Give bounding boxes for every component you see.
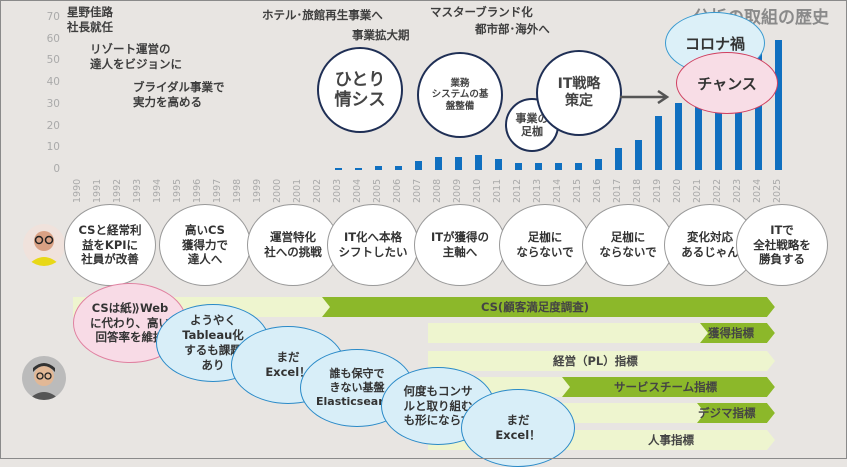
bar-2018 [635, 139, 642, 170]
bar-2025 [775, 39, 782, 170]
metric-row-acquisition: 獲得指標 [428, 323, 775, 343]
x-tick-label: 2023 [732, 178, 743, 203]
x-tick-label: 1999 [252, 178, 263, 203]
bar-2006 [395, 165, 402, 170]
bar-2008 [435, 156, 442, 170]
x-tick-label: 2021 [692, 178, 703, 203]
ceo-speech-bubble: ITが獲得の 主軸へ [414, 204, 506, 286]
x-tick-label: 2001 [292, 178, 303, 203]
bar-2010 [475, 154, 482, 170]
bar-2020 [675, 102, 682, 170]
bar-2019 [655, 115, 662, 170]
x-tick-label: 2010 [472, 178, 483, 203]
bar-2004 [355, 167, 362, 170]
arrow-icon [620, 90, 670, 104]
x-tick-label: 2015 [572, 178, 583, 203]
bar-2022 [715, 72, 722, 170]
x-tick-label: 2019 [652, 178, 663, 203]
x-tick-label: 2011 [492, 178, 503, 203]
y-tick-label: 0 [53, 163, 60, 175]
ceo-avatar [23, 224, 65, 266]
y-tick-label: 60 [46, 32, 60, 45]
ceo-speech-bubble: ITで 全社戦略を 勝負する [736, 204, 828, 286]
bar-2007 [415, 161, 422, 170]
x-tick-label: 2004 [352, 178, 363, 203]
annotation-hotel-revival: ホテル･旅館再生事業へ [262, 8, 383, 22]
x-tick-label: 1993 [132, 178, 143, 203]
y-tick-label: 30 [46, 97, 60, 110]
y-tick-label: 50 [46, 54, 60, 67]
metric-row-management-pl: 経営（PL）指標 [428, 351, 775, 371]
y-tick-label: 70 [46, 11, 60, 23]
ceo-speech-bubble: CSと経常利 益をKPIに 社員が改善 [64, 204, 156, 286]
ceo-speech-bubble: 高いCS 獲得力で 達人へ [159, 204, 251, 286]
annotation-president: 星野佳路 社長就任 [67, 5, 113, 34]
bar-2014 [555, 163, 562, 170]
x-tick-label: 1991 [92, 178, 103, 203]
x-tick-label: 2025 [772, 178, 783, 203]
x-tick-label: 1992 [112, 178, 123, 203]
metric-label: 経営（PL）指標 [553, 354, 638, 368]
metric-label: 獲得指標 [708, 326, 754, 340]
analyst-speech-bubble: まだ Excel！ [461, 389, 575, 467]
bar-2016 [595, 159, 602, 170]
metric-label: 人事指標 [648, 433, 694, 447]
metric-label: CS(顧客満足度調査) [481, 300, 589, 314]
x-tick-label: 2020 [672, 178, 683, 203]
phase-solo-it: ひとり 情シス [317, 47, 403, 133]
x-tick-label: 2008 [432, 178, 443, 203]
ceo-speech-bubble: 運営特化 社への挑戦 [247, 204, 339, 286]
x-tick-label: 2006 [392, 178, 403, 203]
ceo-speech-bubble: 足枷に ならないで [499, 204, 591, 286]
x-tick-label: 2007 [412, 178, 423, 203]
x-tick-label: 1995 [172, 178, 183, 203]
annotation-bridal: ブライダル事業で 実力を高める [133, 80, 225, 109]
x-tick-label: 1996 [192, 178, 203, 203]
annotation-master-brand: マスターブランド化 [430, 5, 533, 19]
x-tick-label: 2014 [552, 178, 563, 203]
metric-label: サービスチーム指標 [614, 380, 718, 394]
analyst-avatar [22, 356, 66, 400]
bar-2015 [575, 163, 582, 170]
x-tick-label: 2009 [452, 178, 463, 203]
x-tick-label: 2005 [372, 178, 383, 203]
bar-2011 [495, 159, 502, 170]
y-tick-label: 20 [46, 119, 60, 132]
x-tick-label: 2012 [512, 178, 523, 203]
y-tick-label: 40 [46, 76, 60, 89]
x-tick-label: 2018 [632, 178, 643, 203]
bar-2003 [335, 167, 342, 170]
x-tick-label: 2024 [752, 178, 763, 203]
x-tick-label: 2000 [272, 178, 283, 203]
bar-2012 [515, 163, 522, 170]
x-tick-label: 1998 [232, 178, 243, 203]
bar-2021 [695, 87, 702, 170]
annotation-resort-vision: リゾート運営の 達人をビジョンに [90, 42, 182, 71]
ceo-speech-bubble: 足枷に ならないで [582, 204, 674, 286]
phase-it-strategy: IT戦略 策定 [536, 50, 622, 136]
x-tick-label: 2016 [592, 178, 603, 203]
x-tick-label: 2017 [612, 178, 623, 203]
ceo-speech-bubble: IT化へ本格 シフトしたい [327, 204, 419, 286]
bar-2013 [535, 163, 542, 170]
phase-system-foundation: 業務 システムの基 盤整備 [417, 52, 503, 138]
x-tick-label: 1990 [72, 178, 83, 203]
chance-ellipse: チャンス [676, 52, 778, 114]
x-tick-label: 2022 [712, 178, 723, 203]
x-tick-label: 1994 [152, 178, 163, 203]
x-tick-label: 2013 [532, 178, 543, 203]
bar-2017 [615, 148, 622, 170]
bar-2009 [455, 156, 462, 170]
y-tick-label: 10 [46, 141, 60, 154]
annotation-urban-overseas: 都市部･海外へ [475, 22, 550, 36]
x-tick-label: 1997 [212, 178, 223, 203]
analyst-speech-bubble: 誰も保守で きない基盤 Elasticsearch [300, 349, 414, 427]
annotation-expansion: 事業拡大期 [352, 28, 410, 42]
x-tick-label: 2002 [312, 178, 323, 203]
metric-label: デジマ指標 [698, 406, 756, 420]
x-tick-label: 2003 [332, 178, 343, 203]
bar-2005 [375, 165, 382, 170]
